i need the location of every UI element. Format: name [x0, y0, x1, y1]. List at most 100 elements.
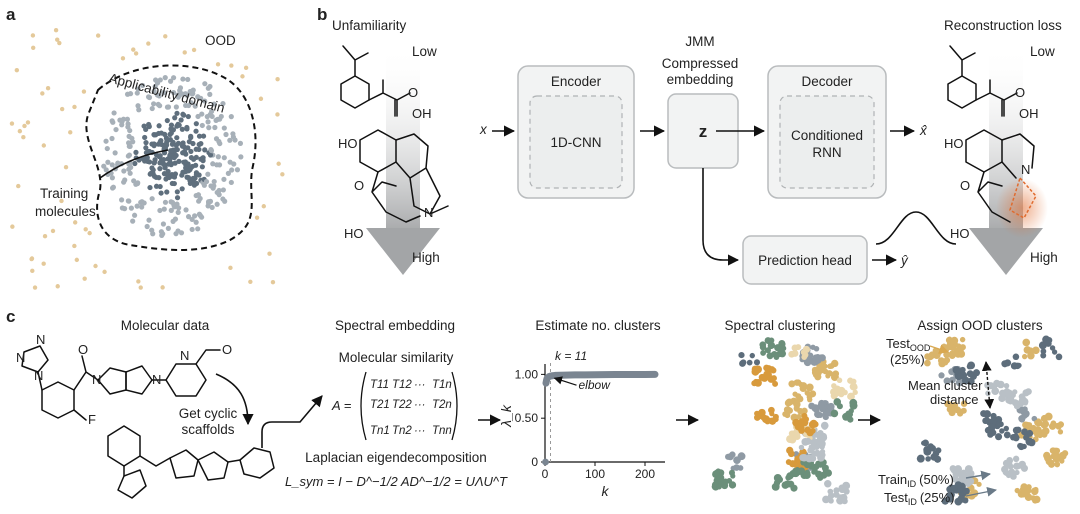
- training-point: [141, 123, 147, 129]
- training-point: [210, 161, 216, 167]
- ood-point: [72, 104, 77, 110]
- matrix-t22: T22: [392, 399, 412, 411]
- cluster-point: [847, 392, 855, 401]
- ood-point: [41, 261, 46, 266]
- training-point: [103, 138, 109, 144]
- training-point: [208, 147, 215, 154]
- training-point: [183, 102, 189, 109]
- mean-cluster-label-1: Mean cluster: [908, 378, 983, 393]
- training-point: [176, 122, 182, 128]
- low-label-right: Low: [1030, 44, 1055, 59]
- cluster-point: [1013, 433, 1019, 439]
- data-point: [542, 458, 549, 466]
- cluster-point: [964, 479, 972, 487]
- cluster-point: [849, 382, 858, 391]
- atom-oh-top: OH: [412, 106, 432, 121]
- cluster-point: [1019, 486, 1026, 493]
- ood-point: [160, 285, 165, 290]
- cluster-point: [820, 421, 829, 430]
- training-point: [178, 117, 184, 123]
- cluster-point: [751, 380, 758, 387]
- training-point: [225, 170, 231, 176]
- data-point: [557, 372, 563, 378]
- training-point: [192, 103, 198, 109]
- training-point: [202, 147, 208, 153]
- ood-point: [254, 215, 260, 220]
- training-point: [134, 90, 140, 96]
- cluster-point: [816, 370, 822, 376]
- training-point: [160, 221, 167, 227]
- cluster-point: [836, 403, 843, 410]
- cluster-point: [714, 470, 720, 476]
- cluster-point: [1041, 420, 1050, 428]
- ood-label: OOD: [205, 33, 236, 48]
- cluster-point: [808, 454, 817, 463]
- training-point: [216, 162, 223, 168]
- training-point: [214, 201, 220, 207]
- ood-point: [275, 112, 280, 117]
- training-point: [156, 123, 162, 129]
- cluster-point: [753, 359, 761, 366]
- cluster-point: [1012, 455, 1020, 463]
- atom-c-n4: N: [92, 372, 101, 387]
- training-point: [144, 223, 150, 230]
- training-point: [215, 154, 221, 160]
- training-point: [120, 116, 127, 122]
- molecule-morphine-left: HO O N HO: [338, 129, 449, 241]
- lsym-equation: L_sym = I − D^−1/2 AD^−1/2 = UΛU^T: [285, 474, 508, 489]
- applicability-domain-boundary: [85, 64, 257, 251]
- training-point: [216, 192, 222, 198]
- cluster-point: [790, 484, 798, 492]
- training-point: [207, 91, 213, 97]
- ood-point: [229, 63, 234, 68]
- cluster-point: [827, 370, 834, 377]
- compressed-label-1: Compressed: [662, 56, 739, 71]
- cluster-point: [948, 409, 956, 417]
- training-point: [172, 115, 178, 121]
- cluster-point: [773, 473, 782, 482]
- cluster-point: [837, 494, 846, 502]
- training-point: [166, 161, 172, 167]
- cluster-point: [836, 377, 843, 384]
- ood-assignment-scatter: [916, 335, 1069, 506]
- training-point: [198, 141, 204, 147]
- high-label-right: High: [1030, 250, 1058, 265]
- cluster-point: [1005, 472, 1012, 479]
- training-point: [217, 116, 223, 122]
- training-point: [104, 145, 110, 152]
- training-label-2: molecules: [35, 204, 96, 219]
- atom-c-n5: N: [152, 372, 161, 387]
- output-yhat: ŷ: [900, 253, 909, 268]
- training-point: [156, 130, 162, 137]
- training-point: [155, 101, 161, 108]
- ood-point: [21, 134, 26, 140]
- cluster-point: [959, 336, 966, 343]
- cluster-point: [817, 453, 825, 462]
- elbow-pointer: [553, 376, 577, 386]
- training-point: [228, 114, 234, 120]
- cluster-point: [989, 417, 998, 425]
- training-point: [196, 198, 202, 204]
- cluster-point: [1055, 353, 1063, 361]
- training-point: [132, 160, 138, 167]
- training-point: [161, 90, 167, 96]
- cluster-point: [810, 439, 817, 446]
- training-point: [127, 143, 133, 149]
- atom-o-ring: O: [354, 178, 364, 193]
- ood-point: [40, 91, 45, 96]
- cluster-point: [795, 422, 804, 430]
- training-point: [200, 133, 207, 139]
- cluster-point: [1061, 450, 1069, 457]
- cluster-point: [798, 444, 805, 451]
- training-point: [143, 145, 149, 151]
- training-point: [151, 101, 157, 107]
- training-point: [180, 140, 186, 146]
- training-point: [189, 226, 195, 233]
- training-point: [205, 171, 211, 177]
- ood-point: [228, 265, 233, 271]
- cluster-point: [1026, 422, 1033, 428]
- training-point: [168, 122, 175, 128]
- cluster-point: [796, 468, 804, 475]
- cluster-point: [1021, 353, 1028, 360]
